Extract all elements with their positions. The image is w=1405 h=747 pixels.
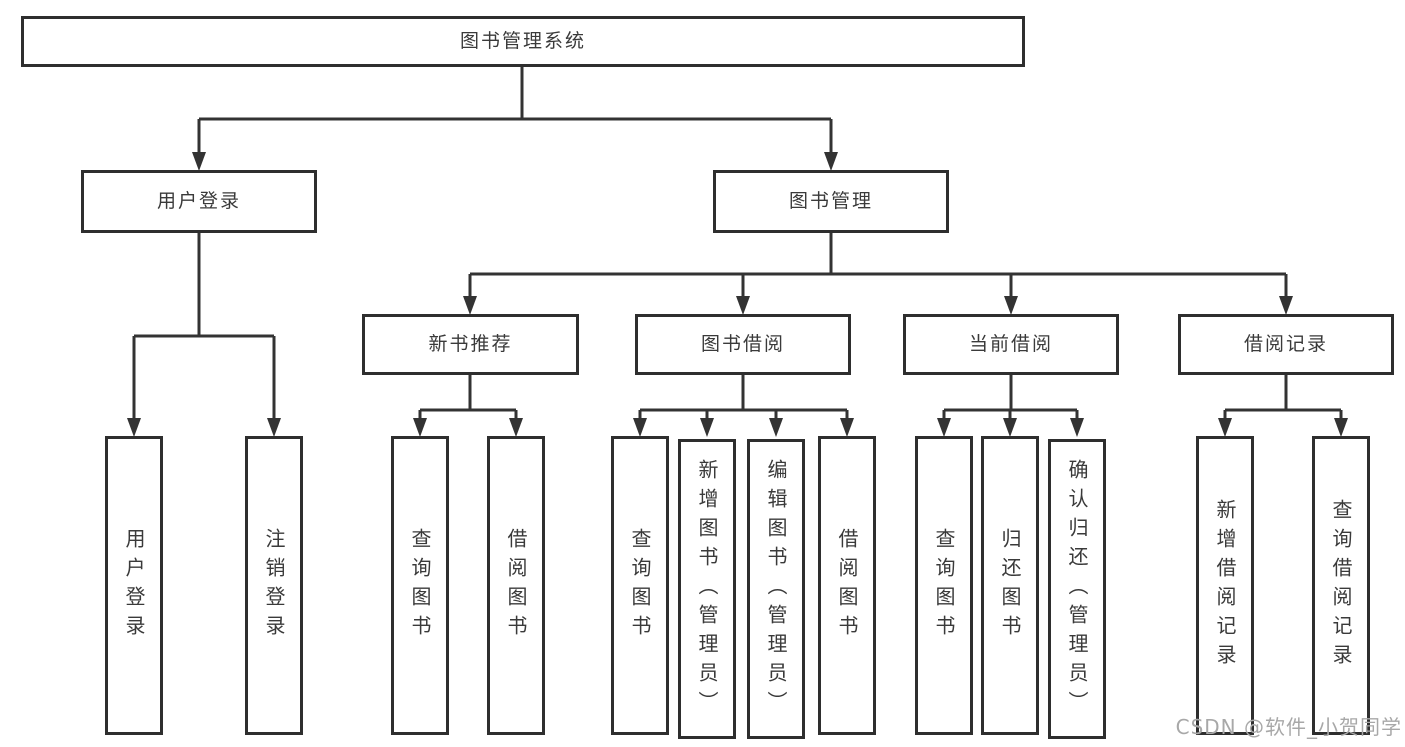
- leaf-recommend-borrow-books: 借阅图书: [487, 436, 545, 735]
- leaf-logout: 注销登录: [245, 436, 303, 735]
- leaf-borrow-borrow-books: 借阅图书: [818, 436, 876, 735]
- node-borrow-records: 借阅记录: [1178, 314, 1394, 375]
- leaf-borrow-query-books: 查询图书: [611, 436, 669, 735]
- leaf-current-confirm-return-admin: 确认归还（管理员）: [1048, 439, 1106, 739]
- leaf-current-query-books: 查询图书: [915, 436, 973, 735]
- node-book-borrow: 图书借阅: [635, 314, 851, 375]
- node-user-login: 用户登录: [81, 170, 317, 233]
- leaf-records-query-record: 查询借阅记录: [1312, 436, 1370, 735]
- leaf-borrow-edit-books-admin: 编辑图书（管理员）: [747, 439, 805, 739]
- csdn-watermark: CSDN @软件_小贺同学: [1175, 715, 1402, 739]
- node-new-book-recommend: 新书推荐: [362, 314, 579, 375]
- leaf-records-add-record: 新增借阅记录: [1196, 436, 1254, 735]
- leaf-current-return-books: 归还图书: [981, 436, 1039, 735]
- node-root-system: 图书管理系统: [21, 16, 1025, 67]
- leaf-user-login: 用户登录: [105, 436, 163, 735]
- leaf-recommend-query-books: 查询图书: [391, 436, 449, 735]
- leaf-borrow-add-books-admin: 新增图书（管理员）: [678, 439, 736, 739]
- node-current-borrow: 当前借阅: [903, 314, 1119, 375]
- node-book-management: 图书管理: [713, 170, 949, 233]
